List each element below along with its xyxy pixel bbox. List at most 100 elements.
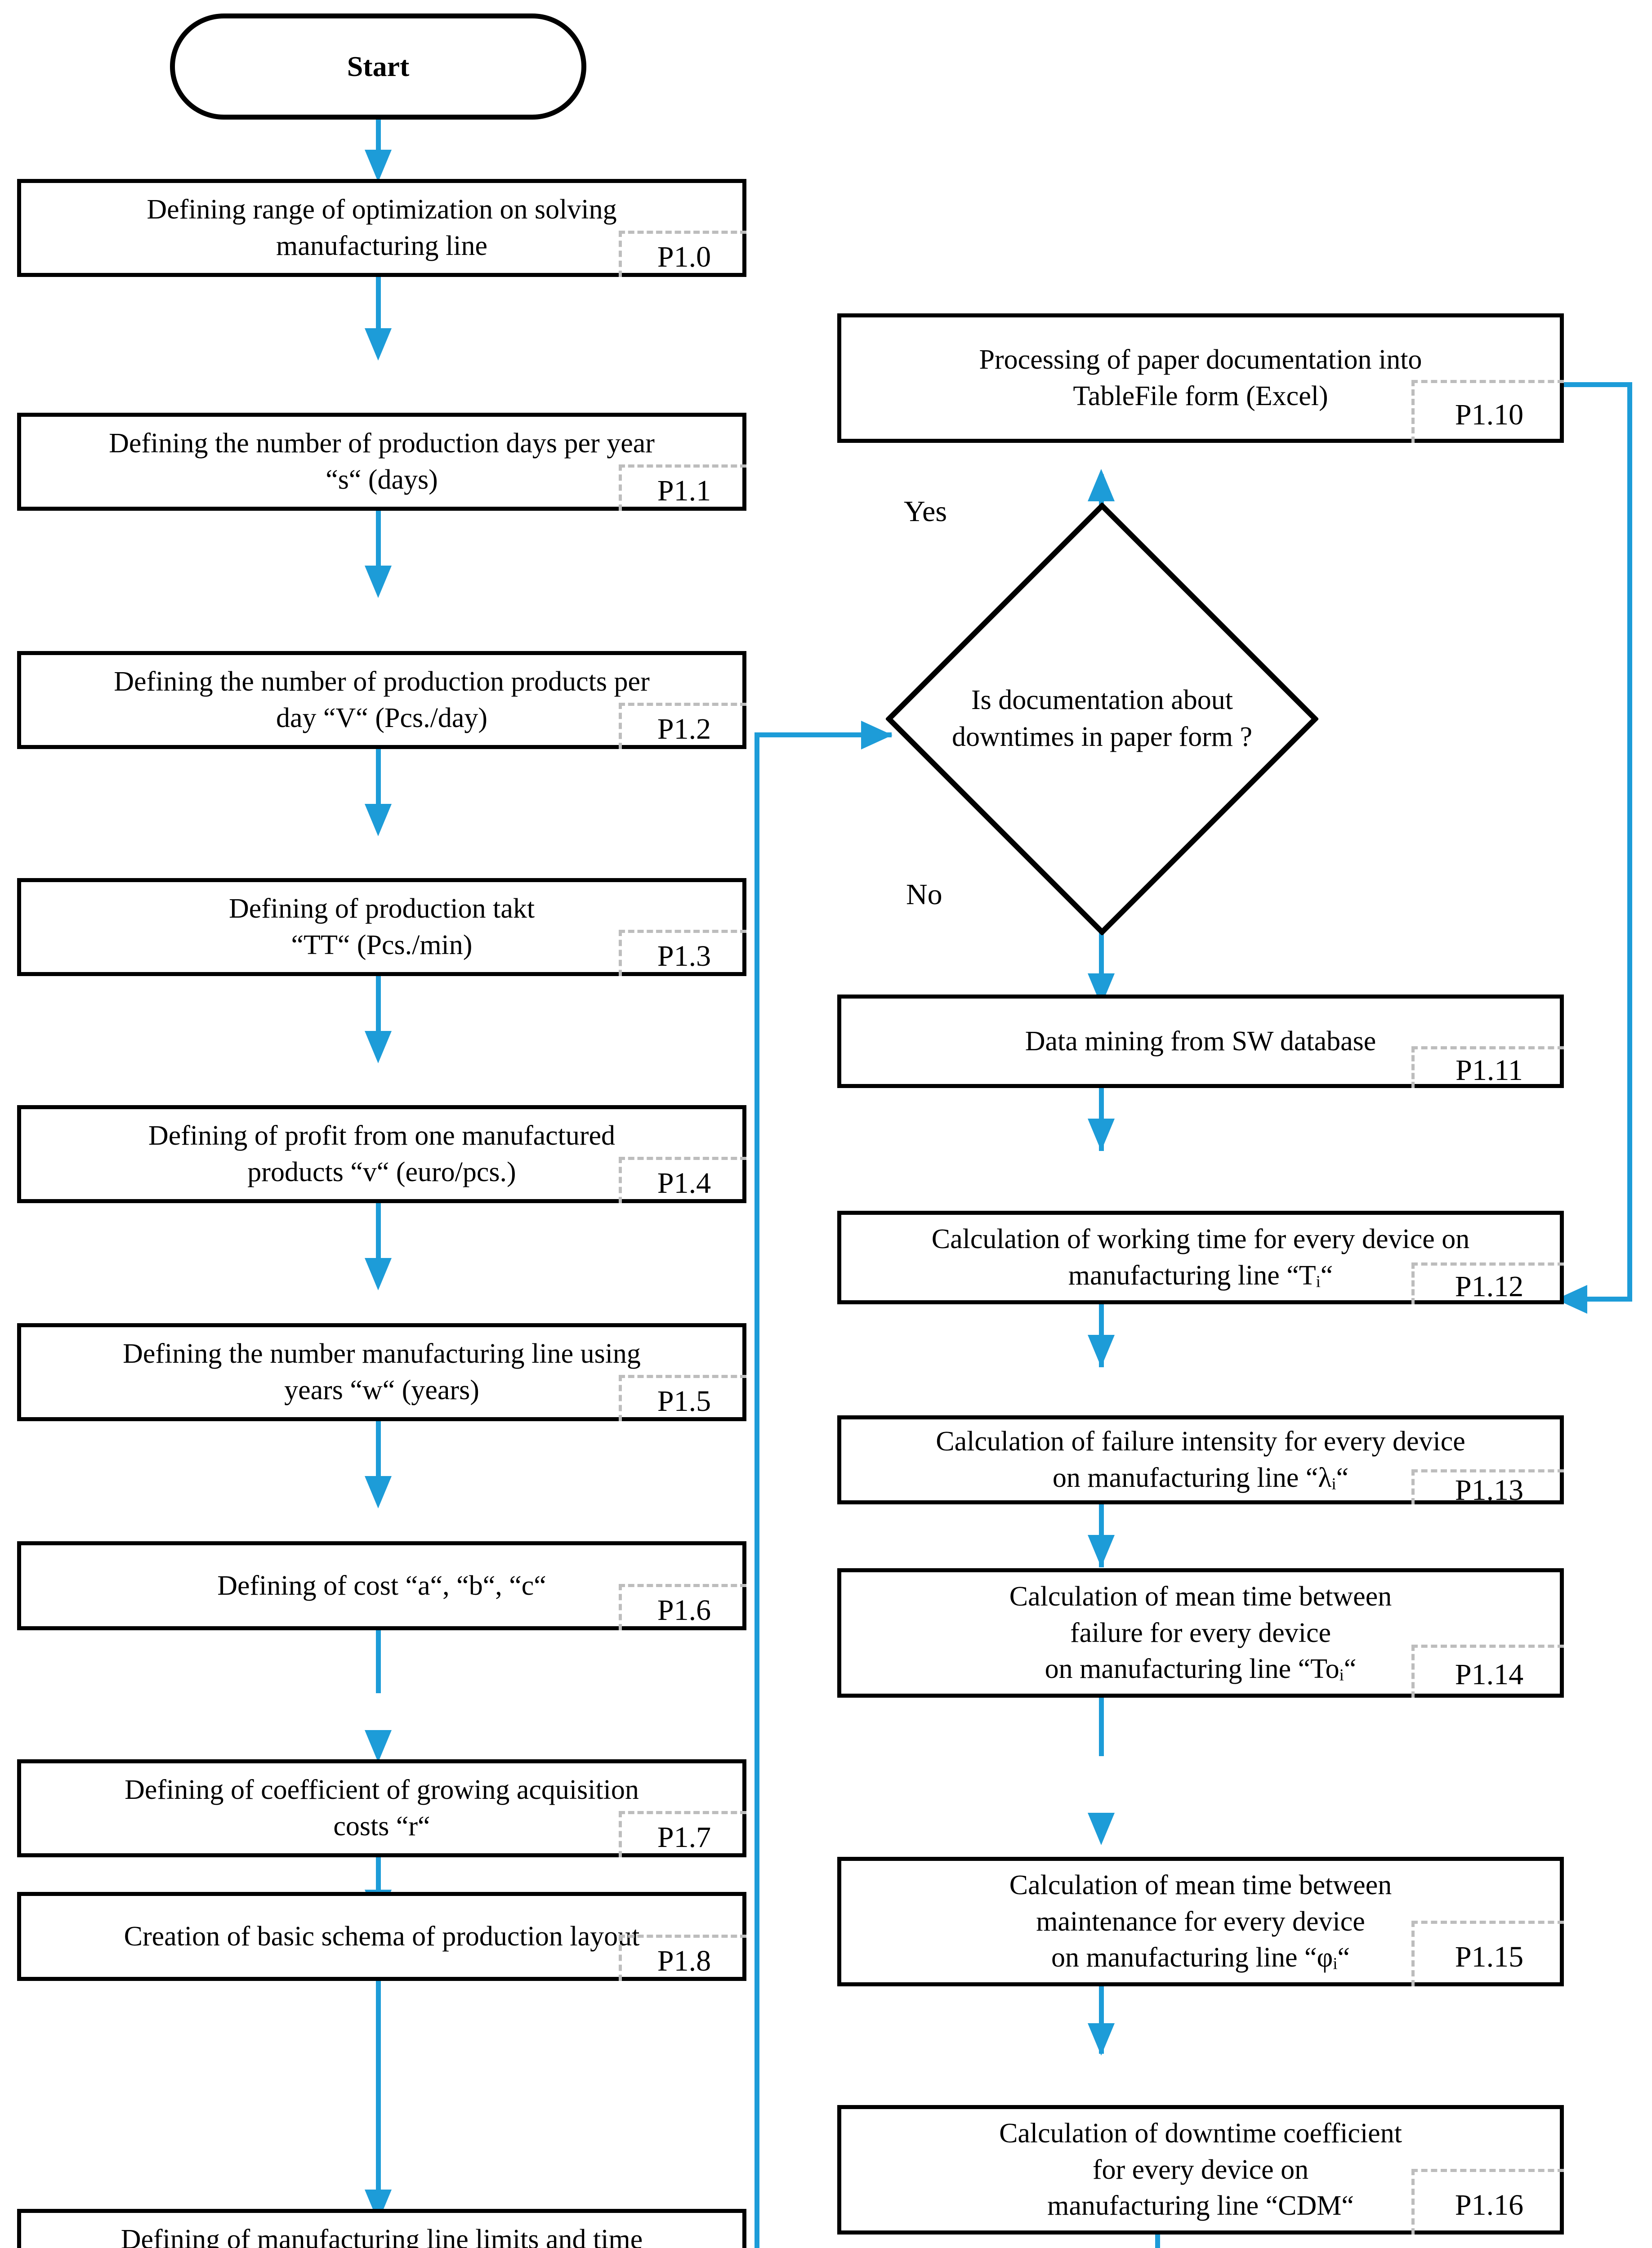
- process-node-p115: Calculation of mean time between mainten…: [837, 1857, 1564, 1986]
- ptag-p115: P1.15: [1411, 1921, 1564, 1986]
- edge-loop-into-decision: [755, 732, 892, 737]
- branch-label-yes: Yes: [904, 495, 947, 528]
- process-node-p12: Defining the number of production produc…: [17, 651, 746, 749]
- process-node-p11: Defining the number of production days p…: [17, 413, 746, 511]
- arrowhead-loop-into-decision: [861, 721, 893, 749]
- ptag-p115-code: P1.15: [1455, 1940, 1524, 1973]
- edge-p15-to-p16: [376, 1421, 381, 1484]
- ptag-p15-code: P1.5: [657, 1385, 711, 1418]
- edge-into-p112-right: [1587, 1297, 1632, 1302]
- ptag-p14: P1.4: [619, 1157, 746, 1203]
- process-node-p10: Defining range of optimization on solvin…: [17, 179, 746, 277]
- edge-p110-down: [1627, 382, 1632, 1302]
- arrowhead-p113-to-p114: [1088, 1535, 1115, 1567]
- ptag-p17: P1.7: [619, 1811, 746, 1857]
- ptag-p12-code: P1.2: [657, 713, 711, 745]
- process-node-p19: Defining of manufacturing line limits an…: [17, 2209, 746, 2248]
- edge-p11-to-p12: [376, 511, 381, 574]
- ptag-p114: P1.14: [1411, 1645, 1564, 1698]
- process-node-p116: Calculation of downtime coefficient for …: [837, 2105, 1564, 2235]
- process-node-p16-text: Defining of cost “a“, “b“, “c“: [217, 1570, 546, 1601]
- process-node-p113: Calculation of failure intensity for eve…: [837, 1415, 1564, 1504]
- branch-label-no: No: [906, 878, 942, 911]
- arrowhead-p11-to-p12: [365, 566, 392, 598]
- ptag-p13: P1.3: [619, 930, 746, 976]
- process-node-p15-text: Defining the number manufacturing line u…: [123, 1338, 641, 1405]
- arrowhead-p13-to-p14: [365, 1031, 392, 1063]
- ptag-p113: P1.13: [1411, 1469, 1564, 1507]
- start-label: Start: [347, 50, 410, 82]
- process-node-p17: Defining of coefficient of growing acqui…: [17, 1759, 746, 1857]
- arrowhead-yes-to-p110: [1088, 469, 1115, 501]
- ptag-p10-code: P1.0: [657, 241, 711, 273]
- process-node-p14-text: Defining of profit from one manufactured…: [148, 1120, 616, 1187]
- process-node-p14: Defining of profit from one manufactured…: [17, 1105, 746, 1203]
- decision-node: Is documentation about downtimes in pape…: [886, 503, 1318, 935]
- ptag-p12: P1.2: [619, 703, 746, 749]
- edge-no-decision-to-p111: [1099, 932, 1104, 1008]
- ptag-p18-code: P1.8: [657, 1945, 711, 1977]
- process-node-p111: Data mining from SW database: [837, 995, 1564, 1088]
- process-node-p11-text: Defining the number of production days p…: [109, 428, 655, 495]
- process-node-p17-text: Defining of coefficient of growing acqui…: [125, 1775, 639, 1842]
- ptag-p15: P1.5: [619, 1375, 746, 1421]
- edge-p12-to-p13: [376, 749, 381, 812]
- ptag-p16: P1.6: [619, 1584, 746, 1630]
- arrowhead-p14-to-p15: [365, 1258, 392, 1290]
- edge-yes-decision-to-p110: [1099, 474, 1104, 528]
- arrowhead-p16-to-p17: [365, 1730, 392, 1762]
- ptag-p17-code: P1.7: [657, 1821, 711, 1854]
- ptag-p11-code: P1.1: [657, 474, 711, 507]
- process-node-p16: Defining of cost “a“, “b“, “c“: [17, 1541, 746, 1630]
- ptag-p111-code: P1.11: [1456, 1054, 1523, 1087]
- process-node-p18: Creation of basic schema of production l…: [17, 1892, 746, 1981]
- ptag-p112: P1.12: [1411, 1262, 1564, 1304]
- edge-p17-to-p18: [376, 1857, 381, 1920]
- edge-p115-to-p116: [1099, 1986, 1104, 2054]
- process-node-p19-text: Defining of manufacturing line limits an…: [121, 2224, 643, 2248]
- ptag-p111: P1.11: [1411, 1046, 1564, 1088]
- arrowhead-p10-to-p11: [365, 328, 392, 361]
- arrowhead-p15-to-p16: [365, 1476, 392, 1508]
- process-node-p115-text: Calculation of mean time between mainten…: [1009, 1870, 1392, 1973]
- ptag-p113-code: P1.13: [1455, 1473, 1524, 1507]
- process-node-p10-text: Defining range of optimization on solvin…: [147, 194, 617, 261]
- ptag-p18: P1.8: [619, 1935, 746, 1981]
- process-node-p114: Calculation of mean time between failure…: [837, 1568, 1564, 1698]
- process-node-p13-text: Defining of production takt “TT“ (Pcs./m…: [228, 893, 535, 960]
- arrowhead-p115-to-p116: [1088, 2023, 1115, 2056]
- process-node-p110-text: Processing of paper documentation into T…: [979, 344, 1422, 411]
- ptag-p114-code: P1.14: [1455, 1658, 1524, 1691]
- ptag-p116: P1.16: [1411, 2169, 1564, 2235]
- edge-p116-to-connector-a: [1155, 2235, 1160, 2248]
- edge-p18-to-p19-stem: [376, 1981, 381, 2192]
- edge-p114-to-p115: [1099, 1698, 1104, 1756]
- edge-p14-to-p15: [376, 1203, 381, 1266]
- process-node-p116-text: Calculation of downtime coefficient for …: [999, 2118, 1402, 2221]
- arrowhead-start-to-p10: [365, 150, 392, 182]
- process-node-p111-text: Data mining from SW database: [1025, 1026, 1376, 1057]
- process-node-p13: Defining of production takt “TT“ (Pcs./m…: [17, 878, 746, 976]
- process-node-p110: Processing of paper documentation into T…: [837, 313, 1564, 443]
- arrowhead-p114-to-p115: [1088, 1813, 1115, 1845]
- ptag-p11: P1.1: [619, 464, 746, 511]
- edge-start-to-p10: [376, 120, 381, 156]
- edge-loop-right-up: [755, 732, 759, 2248]
- decision-diamond-shape: [886, 503, 1318, 935]
- ptag-p110-code: P1.10: [1455, 398, 1524, 431]
- edge-p10-to-p11: [376, 277, 381, 335]
- ptag-p112-code: P1.12: [1455, 1270, 1524, 1303]
- ptag-p116-code: P1.16: [1455, 2188, 1524, 2221]
- process-node-p12-text: Defining the number of production produc…: [114, 666, 650, 733]
- edge-p16-to-p17: [376, 1630, 381, 1693]
- ptag-p14-code: P1.4: [657, 1167, 711, 1200]
- process-node-p18-text: Creation of basic schema of production l…: [124, 1921, 640, 1952]
- process-node-p112: Calculation of working time for every de…: [837, 1211, 1564, 1304]
- process-node-p15: Defining the number manufacturing line u…: [17, 1323, 746, 1421]
- ptag-p10: P1.0: [619, 231, 746, 277]
- ptag-p13-code: P1.3: [657, 940, 711, 972]
- edge-p110-out-right: [1564, 382, 1632, 387]
- arrowhead-p111-to-p112: [1088, 1119, 1115, 1151]
- start-terminator: Start: [170, 13, 586, 120]
